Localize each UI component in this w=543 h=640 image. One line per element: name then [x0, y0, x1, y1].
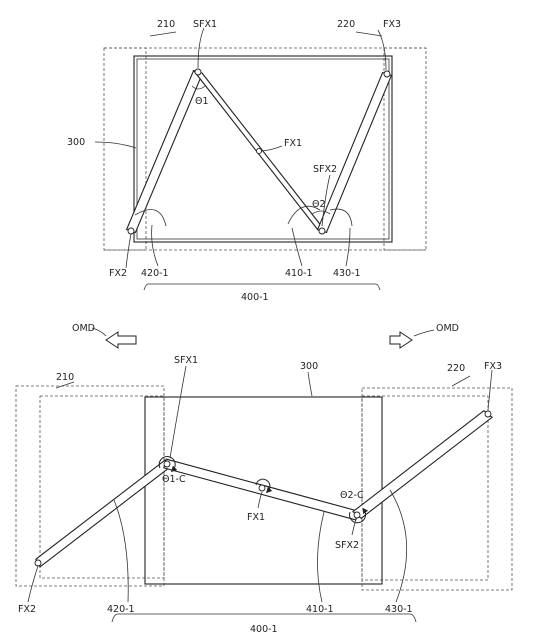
top-label-theta2: Θ2: [312, 199, 326, 210]
top-label-410: 410-1: [285, 268, 313, 279]
bottom-label-omd-right: OMD: [436, 323, 459, 334]
bottom-label-210: 210: [56, 372, 74, 383]
top-label-fx2: FX2: [109, 268, 127, 279]
bottom-label-fx2: FX2: [18, 604, 36, 615]
bottom-label-410: 410-1: [306, 604, 334, 615]
top-link-430: [316, 71, 393, 234]
top-label-210: 210: [157, 19, 175, 30]
top-label-400: 400-1: [241, 292, 269, 303]
top-label-420: 420-1: [141, 268, 169, 279]
bottom-label-400: 400-1: [250, 624, 278, 635]
top-pin-fx2: [127, 227, 135, 235]
bottom-pin-fx1: [258, 484, 266, 492]
bottom-label-sfx2: SFX2: [335, 540, 359, 551]
bottom-label-omd-left: OMD: [72, 323, 95, 334]
bottom-link-430: [352, 409, 493, 520]
bottom-pin-sfx1: [163, 460, 171, 468]
direction-arrow-right: [389, 331, 413, 349]
top-label-300: 300: [67, 137, 85, 148]
top-label-fx1: FX1: [284, 138, 302, 149]
top-label-theta1: Θ1: [195, 96, 209, 107]
direction-arrow-left: [105, 331, 137, 349]
top-pin-sfx1: [194, 68, 202, 76]
bottom-label-fx3: FX3: [484, 361, 502, 372]
top-label-fx3: FX3: [383, 19, 401, 30]
bottom-label-220: 220: [447, 363, 465, 374]
top-label-sfx2: SFX2: [313, 164, 337, 175]
bottom-label-430: 430-1: [385, 604, 413, 615]
top-figure: 210 220 SFX1 FX3 300 Θ1 FX1 SFX2 Θ2 FX2 …: [67, 19, 427, 303]
top-label-220: 220: [337, 19, 355, 30]
bottom-housing-left: [15, 385, 165, 587]
top-link-420: [125, 69, 204, 234]
bottom-label-300: 300: [300, 361, 318, 372]
bottom-figure: OMD OMD: [15, 323, 513, 635]
bottom-pin-fx2: [34, 559, 42, 567]
bottom-link-420: [35, 459, 170, 568]
bottom-label-theta1c: Θ1-C: [162, 474, 186, 485]
top-pin-fx3: [383, 70, 391, 78]
top-pin-fx1: [255, 147, 263, 155]
bottom-label-fx1: FX1: [247, 512, 265, 523]
bottom-label-theta2c: Θ2-C: [340, 490, 364, 501]
top-label-sfx1: SFX1: [193, 19, 217, 30]
bottom-label-sfx1: SFX1: [174, 355, 198, 366]
bottom-pin-sfx2: [353, 511, 361, 519]
top-display-panel: [133, 55, 393, 243]
top-label-430: 430-1: [333, 268, 361, 279]
bottom-pin-fx3: [484, 410, 492, 418]
top-pin-sfx2: [318, 227, 326, 235]
bottom-label-420: 420-1: [107, 604, 135, 615]
